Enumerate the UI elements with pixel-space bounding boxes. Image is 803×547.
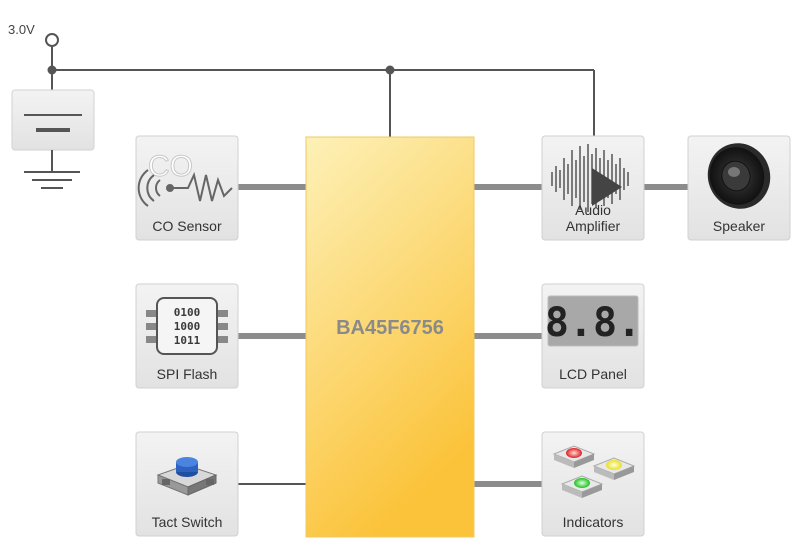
lcd-display-icon (547, 295, 639, 347)
battery-icon (11, 89, 95, 151)
indicators-label: Indicators (563, 514, 624, 530)
tact-switch-label: Tact Switch (152, 514, 223, 530)
amplifier-triangle-icon (592, 168, 622, 206)
lcd-panel-block: 8.8. LCD Panel (541, 283, 645, 389)
speaker-block: Speaker (687, 135, 791, 241)
co-text: CO (148, 150, 193, 183)
bits-line-1: 0100 (174, 306, 201, 319)
tact-switch-icon (156, 457, 218, 496)
co-sensor-label: CO Sensor (152, 218, 222, 234)
spi-flash-block: 0100 1000 1011 SPI Flash (135, 283, 239, 389)
lcd-panel-label: LCD Panel (559, 366, 627, 382)
co-sensor-block: CO CO Sensor (135, 135, 239, 241)
spi-flash-label: SPI Flash (157, 366, 218, 382)
voltage-terminal-icon (45, 33, 59, 47)
green-led-icon (560, 475, 604, 498)
chip-icon (146, 297, 228, 355)
voltage-label: 3.0V (8, 22, 35, 37)
tact-switch-block: Tact Switch (135, 431, 239, 537)
mcu-block: BA45F6756 (305, 136, 475, 538)
audio-amplifier-label-line2: Amplifier (566, 218, 621, 234)
lcd-display-text: 8.8. (545, 300, 641, 346)
bits-line-2: 1000 (174, 320, 201, 333)
mcu-label: BA45F6756 (336, 317, 444, 339)
indicators-block: Indicators (541, 431, 645, 537)
gas-wave-icon (137, 169, 233, 207)
speaker-label: Speaker (713, 218, 765, 234)
bus-lines (238, 184, 688, 487)
red-led-icon (552, 445, 596, 468)
bits-line-3: 1011 (174, 334, 201, 347)
audio-amplifier-block: Audio Amplifier (541, 135, 645, 241)
speaker-icon (707, 143, 771, 209)
audio-amplifier-label-line1: Audio (575, 202, 611, 218)
yellow-led-icon (592, 457, 636, 480)
ground-icon (24, 150, 80, 189)
